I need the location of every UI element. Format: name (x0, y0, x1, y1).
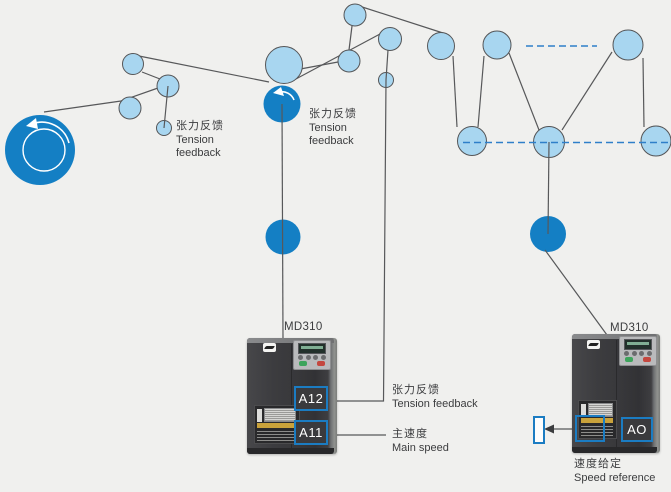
guide-roller (343, 3, 367, 27)
alignment-guides (463, 45, 671, 144)
label-en: Tension (309, 121, 347, 134)
label-zh: 速度给定 (574, 458, 622, 470)
roller-wire (547, 141, 550, 235)
label-en: feedback (176, 147, 221, 159)
nip-roller-top (265, 46, 303, 84)
tension-feedback-wire-to-A12 (325, 49, 389, 402)
label-zh: 张力反馈 (309, 108, 357, 120)
port-A11: A11 (294, 420, 328, 445)
web-line (642, 57, 645, 128)
drive-base (572, 447, 657, 453)
arrowhead (273, 87, 284, 96)
inverter-drive-1: A12 A11 (247, 338, 337, 454)
unwind-core-circle (22, 128, 66, 172)
inovance-logo-icon (587, 340, 600, 349)
guide-roller (427, 32, 455, 60)
rating-text (588, 403, 613, 417)
keypad-display (298, 343, 326, 354)
tension-feedback-signal-label: 张力反馈 Tension feedback (392, 384, 478, 411)
label-zh: 主速度 (392, 428, 428, 440)
label-en: Main speed (392, 441, 449, 454)
drive-base (247, 448, 334, 454)
drive-keypad (619, 336, 657, 366)
guide-roller (482, 30, 512, 60)
keypad-display (624, 339, 652, 350)
label-zh: 张力反馈 (176, 120, 224, 132)
barcode-icon (581, 404, 586, 417)
guide-roller (118, 96, 142, 120)
guide-roller (122, 53, 144, 75)
warning-strip (257, 423, 296, 428)
web-line (508, 52, 540, 131)
drive1-model-label: MD310 (284, 321, 323, 333)
drive-groove (616, 340, 617, 447)
drive-top-face (572, 334, 657, 339)
drive-groove (291, 344, 292, 448)
guide-roller (337, 49, 361, 73)
drive-rating-label (578, 400, 617, 439)
label-zh: 张力反馈 (392, 384, 440, 396)
barcode-icon (257, 409, 262, 422)
keypad-buttons (624, 351, 652, 357)
web-line (452, 55, 458, 128)
web-line (141, 71, 161, 80)
stop-button (317, 361, 325, 366)
label-fine-print (581, 425, 613, 436)
speed-reference-terminal (533, 416, 545, 444)
speed-reference-signal-label: 速度给定 Speed reference (574, 458, 655, 485)
web-path-lines (43, 4, 645, 131)
main-speed-signal-label: 主速度 Main speed (392, 428, 449, 455)
tension-feedback-label-2: 张力反馈 Tension feedback (309, 108, 357, 149)
web-line-to-nip (138, 55, 270, 83)
drive-top-face (247, 338, 334, 343)
signal-wires (163, 49, 608, 436)
rotation-arrowheads (26, 87, 284, 129)
arrow-left-icon (544, 424, 554, 434)
label-en: Tension feedback (392, 397, 478, 410)
port-A12: A12 (294, 386, 328, 411)
run-button (625, 357, 633, 362)
ao-source-highlight-box (575, 415, 605, 442)
guide-roller (457, 126, 487, 156)
run-button (299, 361, 307, 366)
inovance-logo-icon (263, 343, 276, 352)
drive-keypad (293, 340, 331, 370)
guide-roller (612, 29, 644, 61)
unwind-roll (5, 115, 75, 185)
port-AO: AO (621, 417, 653, 442)
drive2-model-label: MD310 (610, 322, 649, 334)
warning-strip (581, 418, 613, 423)
web-line (355, 4, 444, 34)
inverter-drive-2: AO (572, 334, 660, 453)
web-line (477, 55, 485, 128)
motor-wire-drive1 (281, 103, 284, 340)
label-fine-print (257, 430, 296, 441)
web-line (293, 33, 381, 81)
web-line (348, 25, 353, 51)
motor-wire-drive2 (544, 249, 608, 336)
dancer-wire-1 (163, 85, 169, 129)
label-en: feedback (309, 135, 354, 147)
guide-roller (378, 27, 402, 51)
tension-feedback-label-1: 张力反馈 Tension feedback (176, 120, 224, 161)
label-en: Tension (176, 133, 214, 146)
stop-button (643, 357, 651, 362)
guide-roller (640, 125, 671, 157)
arrowhead (26, 118, 38, 129)
keypad-buttons (298, 355, 326, 361)
rating-text (264, 408, 296, 422)
web-line (561, 51, 613, 131)
label-en: Speed reference (574, 471, 656, 484)
